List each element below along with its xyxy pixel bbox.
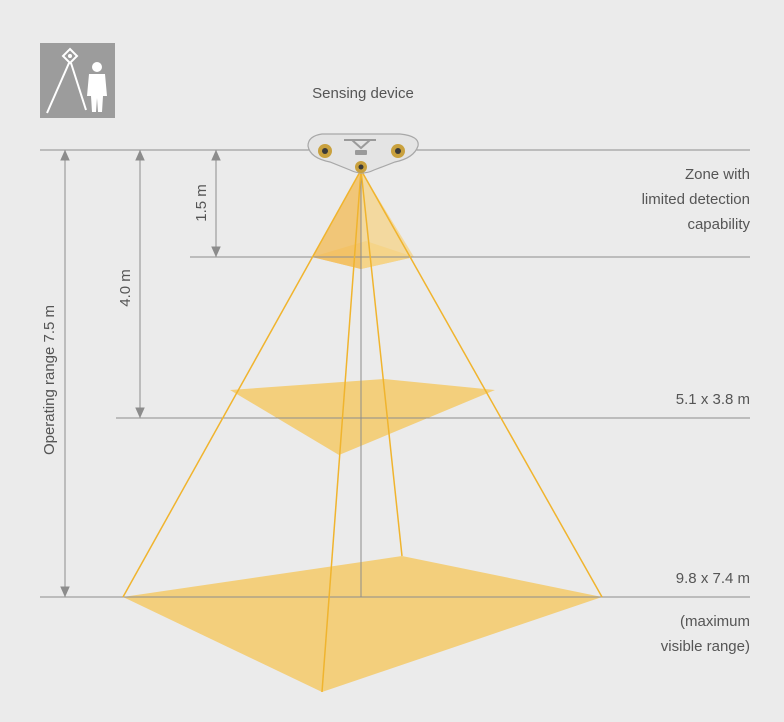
device-label: Sensing device bbox=[312, 85, 414, 102]
cone-ray bbox=[321, 169, 362, 693]
area-label-mid: 5.1 x 3.8 m bbox=[676, 391, 750, 408]
cone-ray bbox=[360, 169, 403, 557]
height-label-operating: Operating range 7.5 m bbox=[41, 305, 58, 455]
sensor-person-icon bbox=[40, 43, 115, 118]
cone-ray bbox=[360, 169, 603, 598]
area-label-max: 9.8 x 7.4 m bbox=[676, 570, 750, 587]
dimension-arrow-operating bbox=[60, 149, 70, 598]
zone-label-line: limited detection bbox=[642, 191, 750, 208]
height-label-near: 1.5 m bbox=[193, 184, 210, 222]
dimension-arrow-mid bbox=[135, 149, 145, 419]
detection-area-max bbox=[123, 556, 602, 692]
detection-cone bbox=[122, 169, 603, 693]
sensing-device bbox=[307, 133, 419, 174]
level-lines bbox=[40, 149, 750, 598]
height-label-mid: 4.0 m bbox=[117, 269, 134, 307]
dimension-arrow-near bbox=[211, 149, 221, 258]
detection-area-mid bbox=[230, 379, 495, 455]
zone-label: Zone with limited detection capability bbox=[642, 166, 751, 233]
cone-ray bbox=[122, 169, 362, 598]
limited-zone-cone bbox=[312, 170, 361, 269]
zone-label-line: capability bbox=[687, 216, 750, 233]
zone-label-line: Zone with bbox=[685, 166, 750, 183]
max-note-line: visible range) bbox=[661, 638, 750, 655]
max-note-line: (maximum bbox=[680, 613, 750, 630]
